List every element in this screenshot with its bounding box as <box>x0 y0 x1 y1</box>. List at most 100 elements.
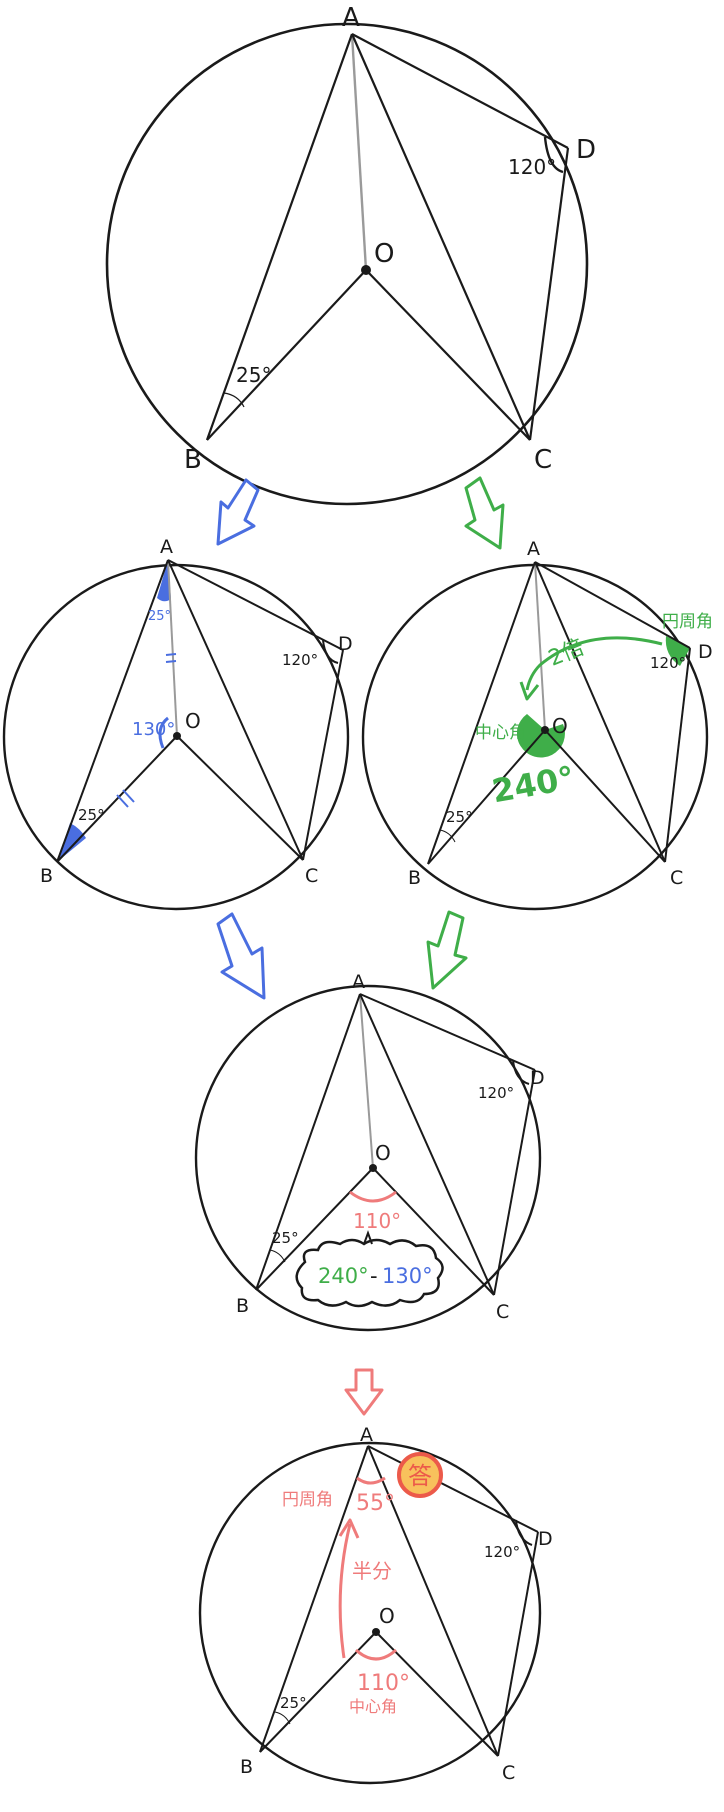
label-O: O <box>374 239 394 269</box>
radius-OB <box>206 269 367 441</box>
center-dot <box>369 1164 377 1172</box>
angle-AOB-arc <box>158 716 169 749</box>
formula-blue: 130° <box>382 1264 433 1288</box>
chord-DC <box>528 147 570 441</box>
angle-B-arc <box>223 392 245 408</box>
central-angle-value: 110° <box>357 1671 410 1696</box>
radius-OC <box>544 729 666 863</box>
center-dot <box>361 265 371 275</box>
chord-AC <box>350 33 532 441</box>
label-A: A <box>160 536 173 558</box>
chord-AD <box>359 993 536 1071</box>
shaded-angle-A <box>157 560 171 602</box>
angle-D-value: 120° <box>478 1084 514 1102</box>
label-D: D <box>538 1528 553 1550</box>
label-B: B <box>184 445 202 475</box>
inscribed-angle-arc <box>356 1476 386 1485</box>
shaded-angle-B <box>57 823 86 862</box>
blue-arrow-1 <box>216 478 260 546</box>
label-D: D <box>338 633 353 655</box>
chord-AD <box>367 1445 539 1533</box>
chord-AB <box>259 1445 369 1753</box>
half-arrow-head <box>338 1518 360 1539</box>
answer-badge-text: 答 <box>408 1462 432 1490</box>
blue-arrow-2 <box>216 912 266 1000</box>
chord-DC <box>302 649 344 861</box>
angle-A-small-value: 25° <box>148 609 171 624</box>
label-O: O <box>379 1604 395 1628</box>
chord-DC <box>497 1531 539 1757</box>
label-B: B <box>40 865 53 887</box>
angle-D-value: 120° <box>484 1543 520 1561</box>
equal-tick-OA <box>165 653 177 663</box>
main-figure: A B C D O 120° 25° <box>105 3 596 506</box>
green-arrow-2 <box>426 910 468 990</box>
center-dot <box>173 732 181 740</box>
chord-AC <box>534 561 666 863</box>
central-angle-label: 中心角 <box>475 723 526 743</box>
label-B: B <box>240 1756 253 1778</box>
radius-OC <box>365 269 531 441</box>
combine-circle <box>194 984 542 1332</box>
result-angle-arc <box>349 1190 397 1203</box>
chord-AC <box>367 1445 499 1757</box>
formula-minus: - <box>370 1264 378 1288</box>
central-angle-label: 中心角 <box>349 1697 397 1716</box>
radius-OA <box>534 561 546 731</box>
half-label: 半分 <box>352 1559 392 1583</box>
label-A: A <box>527 538 540 560</box>
chord-AB <box>205 33 354 441</box>
formula-pointer <box>363 1230 373 1245</box>
green-figure: A B C D O 120° 25° 円周角 2倍 中心角 240° <box>361 538 713 911</box>
equal-tick-OB <box>116 789 135 808</box>
label-A: A <box>342 3 360 33</box>
shaded-angle-D <box>665 636 690 666</box>
green-arrow-1 <box>464 476 505 550</box>
chord-AD <box>167 559 344 651</box>
label-O: O <box>552 714 568 738</box>
label-C: C <box>670 867 683 889</box>
chord-AC <box>167 559 304 861</box>
angle-B-value: 25° <box>272 1229 299 1247</box>
formula-cloud <box>295 1238 444 1308</box>
angle-D-value: 120° <box>282 651 318 669</box>
label-A: A <box>352 971 365 993</box>
main-circle <box>105 22 589 506</box>
radius-OB <box>56 735 178 863</box>
angle-B-value: 25° <box>78 806 105 824</box>
angle-D-arc <box>543 136 564 174</box>
chord-AB <box>255 993 361 1291</box>
angle-D-arc <box>512 1059 530 1085</box>
angle-B-value: 25° <box>446 808 473 826</box>
label-O: O <box>185 709 201 733</box>
blue-figure: A B C D O 120° 25° 25° 130° <box>2 536 353 911</box>
chord-AB <box>56 559 169 863</box>
answer-circle <box>198 1441 542 1785</box>
radius-OA <box>359 993 374 1169</box>
combine-figure: A B C D O 120° 25° 110° 240° - 130° <box>194 971 545 1332</box>
radius-OC <box>176 735 304 861</box>
radius-OC <box>375 1631 499 1757</box>
chord-AC <box>359 993 495 1296</box>
angle-B-arc <box>439 829 456 843</box>
double-label: 2倍 <box>545 635 588 672</box>
angle-AOB-value: 130° <box>132 719 175 740</box>
angle-D-arc <box>322 639 339 664</box>
angle-D-arc <box>515 1519 533 1546</box>
label-D: D <box>576 135 596 165</box>
double-arrow-head <box>519 681 540 701</box>
angle-B-value: 25° <box>236 363 271 387</box>
radius-OC <box>372 1167 495 1296</box>
inscribed-angle-label: 円周角 <box>662 612 713 632</box>
label-C: C <box>496 1301 509 1323</box>
central-angle-value: 240° <box>489 759 577 811</box>
half-arrow <box>338 1523 352 1659</box>
label-C: C <box>534 445 552 475</box>
label-D: D <box>530 1067 545 1089</box>
radius-OA <box>167 559 178 737</box>
angle-B-arc <box>269 1249 286 1263</box>
center-dot <box>541 726 549 734</box>
label-D: D <box>698 641 713 663</box>
chord-AB <box>427 561 536 865</box>
